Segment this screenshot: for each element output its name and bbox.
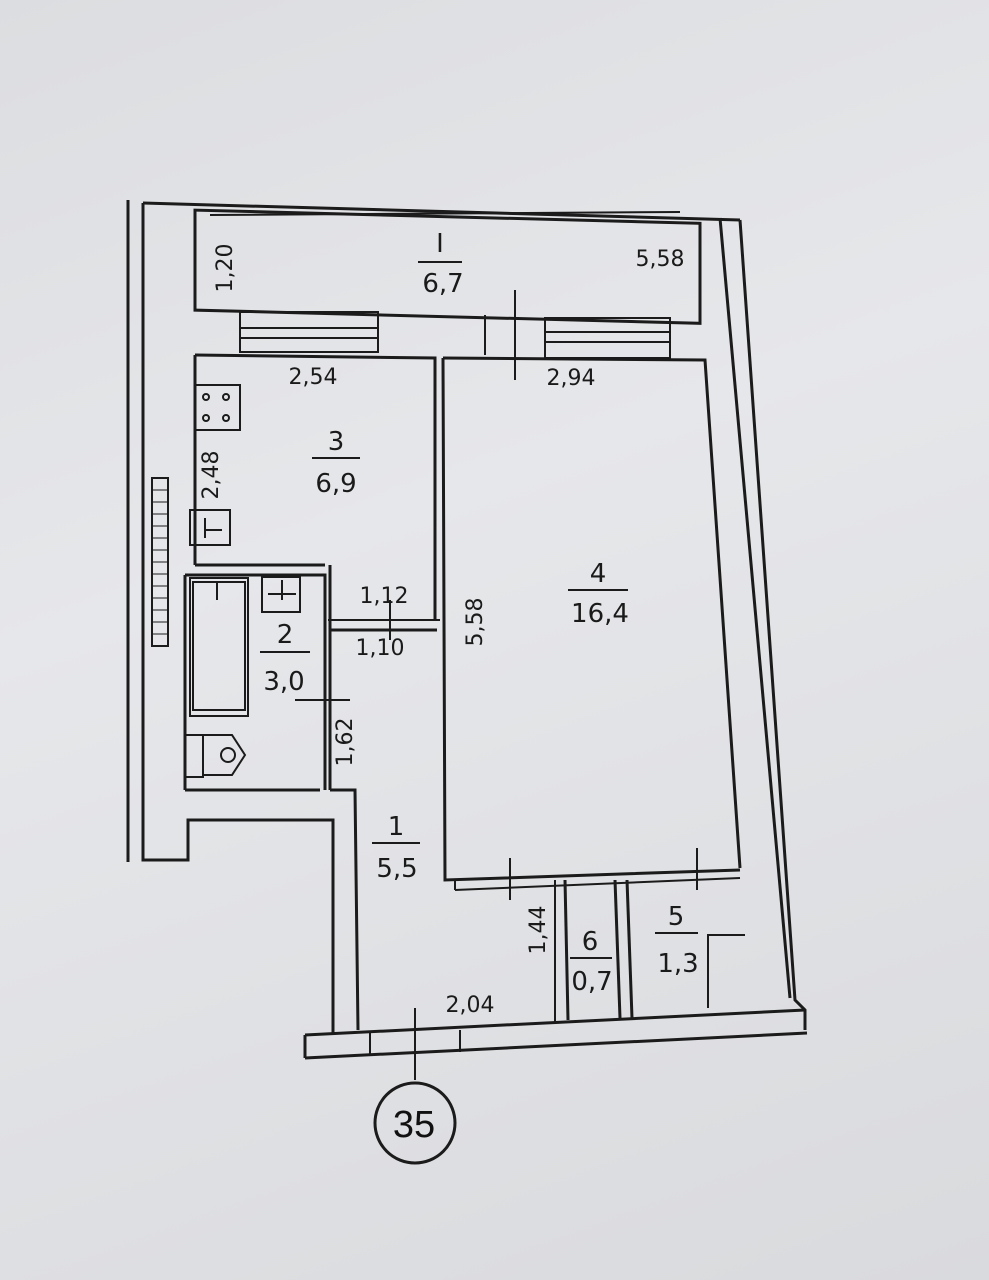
dim-closet-depth: 1,44 xyxy=(526,906,551,955)
kitchen-room xyxy=(151,353,437,647)
dim-kitchen-depth: 2,48 xyxy=(199,451,224,500)
room-4-area: 16,4 xyxy=(571,599,629,629)
hall-room xyxy=(328,565,556,1080)
room-labels: I 6,7 3 6,9 4 16,4 1 2 3,0 1 5,5 6 0,7 5… xyxy=(260,229,699,997)
balcony xyxy=(193,208,702,380)
dim-hall-bottom: 2,04 xyxy=(446,993,495,1018)
dim-balcony-length: 5,58 xyxy=(636,247,685,272)
dim-bath-side: 1,62 xyxy=(333,718,358,767)
room-3-area: 6,9 xyxy=(315,469,356,499)
room-5-number: 5 xyxy=(668,902,685,932)
dim-hall-top: 1,10 xyxy=(356,636,405,661)
sink-icon xyxy=(189,509,231,546)
dim-bath-top: 1,12 xyxy=(360,584,409,609)
dimension-labels: 1,20 5,58 2,54 2,94 2,48 1,12 1,10 5,58 … xyxy=(199,244,684,1018)
apartment-number: 35 xyxy=(393,1104,435,1146)
room-I-number: I xyxy=(436,229,444,259)
washbasin-icon xyxy=(261,576,301,613)
room-1-area: 5,5 xyxy=(376,854,417,884)
room-2-area: 3,0 xyxy=(263,667,304,697)
room-1-number: 1 xyxy=(388,812,405,842)
bathroom-room xyxy=(183,573,350,792)
room-4-number: 4 xyxy=(590,559,607,589)
dim-living-width: 2,94 xyxy=(547,366,596,391)
living-room xyxy=(441,356,742,900)
room-5-area: 1,3 xyxy=(657,949,698,979)
dim-balcony-depth: 1,20 xyxy=(213,244,238,293)
room-6-area: 0,7 xyxy=(571,967,612,997)
outer-walls xyxy=(126,200,808,1060)
room-3-number: 3 xyxy=(328,427,345,457)
bathtub-icon xyxy=(189,577,249,717)
stove-icon xyxy=(194,384,241,431)
room-2-label: 2 xyxy=(277,620,294,650)
dim-living-length: 5,58 xyxy=(463,598,488,647)
room-I-area: 6,7 xyxy=(422,269,463,299)
closets xyxy=(563,879,745,1021)
apartment-number-badge: 35 xyxy=(373,1081,457,1165)
room-6-number: 6 xyxy=(582,927,599,957)
toilet-icon xyxy=(184,734,204,778)
dim-kitchen-width: 2,54 xyxy=(289,365,338,390)
